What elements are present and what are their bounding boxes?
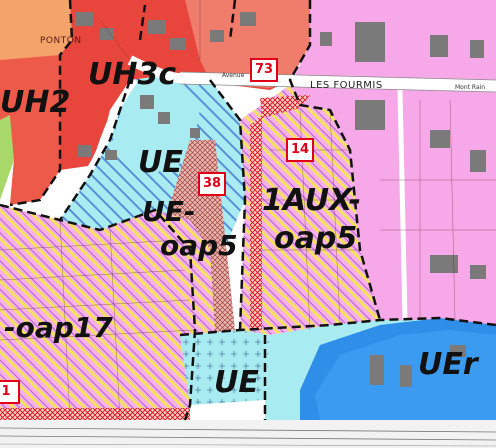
oap-marker-73[interactable]: 73	[250, 58, 278, 82]
zone-red-strip-top[interactable]	[260, 95, 310, 118]
zone-red-strip-vertical[interactable]	[250, 115, 262, 330]
zone-label-uer: UEr	[418, 347, 478, 382]
zone-1aux-oap5[interactable]	[240, 85, 380, 335]
zone-ue-core[interactable]	[110, 80, 200, 175]
parcel-lines	[0, 0, 496, 421]
zone-ue-bottom[interactable]	[180, 330, 270, 405]
zone-boundaries	[0, 0, 496, 421]
zone-label-1aux-line1: 1AUX-	[262, 183, 362, 218]
oap-marker-left[interactable]: 1	[0, 380, 20, 404]
oap-marker-38[interactable]: 38	[198, 172, 226, 196]
oap-marker-14[interactable]: 14	[286, 138, 314, 162]
zone-label-uh3c: UH3c	[88, 57, 177, 92]
zone-oap17[interactable]	[0, 205, 200, 420]
buildings	[75, 12, 486, 387]
zone-label-ue-oap5-line2: oap5	[160, 229, 238, 262]
road-les-fourmis[interactable]	[179, 72, 496, 92]
zone-label-1aux-line2: oap5	[274, 221, 358, 256]
zone-label-uh2: UH2	[0, 85, 71, 120]
road-label-mont-rain: Mont Rain	[455, 84, 486, 91]
zone-label-ue-bottom: UE	[214, 365, 259, 400]
zone-red-strip-bottom[interactable]	[0, 408, 190, 420]
road-curve[interactable]	[127, 55, 181, 83]
road-label-les-fourmis: LES FOURMIS	[310, 80, 383, 91]
rail-band	[0, 420, 496, 448]
road-label-avenue: Avenue	[222, 72, 245, 79]
zone-ue-oap5[interactable]	[155, 210, 215, 335]
road-label-ponton: PONTON	[40, 36, 82, 46]
zone-uh-salmon[interactable]	[185, 0, 310, 88]
zone-label-ue-oap5-line1: UE-	[142, 195, 196, 228]
zone-uh2[interactable]	[0, 55, 60, 205]
zone-green-strip[interactable]	[0, 115, 14, 200]
zone-label-ue-top: UE	[138, 145, 183, 180]
zone-label-oap17: -oap17	[4, 311, 113, 344]
road-right-vertical[interactable]	[397, 89, 408, 321]
